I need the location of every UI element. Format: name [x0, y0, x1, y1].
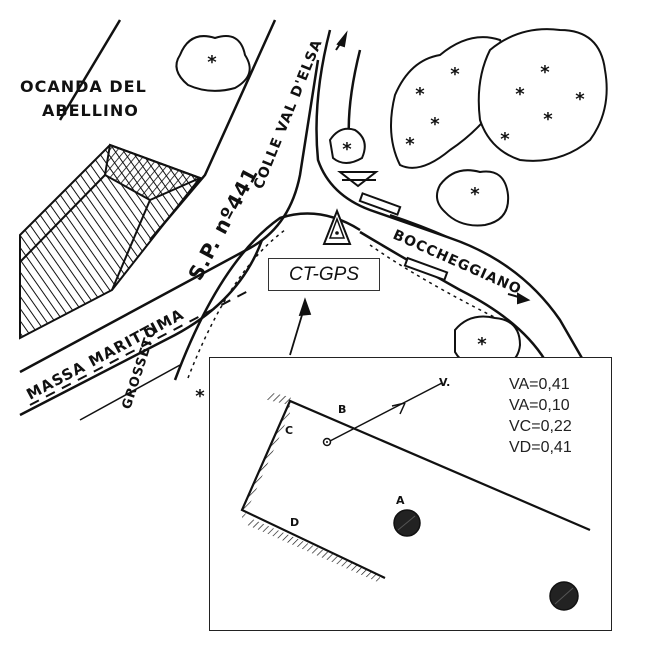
inset-sample-icon [549, 581, 579, 611]
track-arrow [289, 297, 312, 356]
triangle-survey-point-icon [322, 208, 352, 245]
inset-drawing: A B C D V. [240, 376, 591, 611]
gps-marker-label: CT-GPS [288, 263, 360, 285]
svg-text:*: * [515, 84, 525, 105]
road-edge [79, 364, 181, 421]
inset-building [240, 392, 591, 583]
inset-label-v: V. [439, 376, 450, 389]
label-locanda-1: OCANDA DEL [20, 77, 147, 96]
inset-label-b: B [338, 403, 346, 416]
svg-text:*: * [470, 184, 480, 205]
road-centerline [29, 289, 251, 406]
tree-icon [435, 169, 510, 227]
legend-row: VA=0,10 [509, 397, 570, 414]
inset-label-a: A [396, 494, 405, 507]
direction-arrows [335, 30, 531, 305]
svg-text:*: * [500, 129, 510, 150]
inset-point-b-icon [322, 437, 332, 447]
legend-row: VD=0,41 [509, 439, 572, 456]
gps-marker-label-box: CT-GPS [268, 258, 380, 291]
svg-text:*: * [450, 64, 460, 85]
inset-detail: A B C D V. VA=0,41 VA=0,10 VC=0,22 VD=0,… [209, 357, 612, 631]
svg-text:*: * [477, 334, 487, 355]
tree-marks: * * * * * * * * * * * * * * [195, 52, 585, 407]
inset-direction-line [329, 382, 443, 442]
tree-icon [175, 35, 251, 92]
label-colle: COLLE VAL D'ELSA [251, 37, 326, 192]
svg-text:*: * [415, 84, 425, 105]
inset-legend: VA=0,41 VA=0,10 VC=0,22 VD=0,41 [509, 374, 572, 458]
building-locanda [19, 143, 203, 340]
label-locanda-2: ABELLINO [42, 101, 139, 120]
svg-text:*: * [543, 109, 553, 130]
legend-row: VA=0,41 [509, 376, 570, 393]
inset-sample-a-icon [393, 509, 421, 537]
svg-text:*: * [195, 386, 205, 407]
tree-icon [477, 28, 608, 162]
tree-icon [328, 127, 366, 164]
road-sign-icon [337, 171, 379, 188]
trees [175, 28, 608, 370]
svg-text:*: * [342, 139, 352, 160]
embankment [173, 192, 547, 381]
svg-text:*: * [575, 89, 585, 110]
inset-label-d: D [290, 516, 299, 529]
svg-text:*: * [430, 114, 440, 135]
svg-text:*: * [207, 52, 217, 73]
svg-text:*: * [405, 134, 415, 155]
inset-label-c: C [285, 424, 293, 437]
svg-text:*: * [540, 62, 550, 83]
legend-row: VC=0,22 [509, 418, 572, 435]
